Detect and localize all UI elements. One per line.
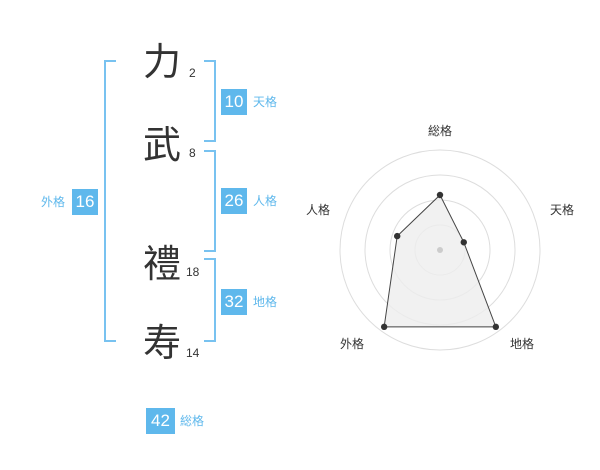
- radar-point-tenkaku: [460, 239, 467, 246]
- radar-label-jinkaku: 人格: [306, 203, 331, 217]
- stroke-count-4: 14: [186, 346, 200, 360]
- stroke-count-3: 18: [186, 265, 200, 279]
- name-char-4: 寿: [142, 321, 181, 365]
- jinkaku-bracket: [204, 150, 216, 252]
- jinkaku-label: 人格: [253, 194, 278, 208]
- radar-chart: [339, 149, 541, 351]
- soukaku-value: 42: [146, 408, 175, 434]
- soukaku-label: 総格: [180, 414, 205, 428]
- gaikaku-label: 外格: [41, 195, 66, 209]
- chikaku-label: 地格: [253, 295, 278, 309]
- radar-point-jinkaku: [394, 232, 401, 240]
- radar-polygon: [383, 194, 497, 328]
- radar-label-tenkaku: 天格: [550, 203, 575, 217]
- radar-point-chikaku: [492, 323, 500, 331]
- name-char-1: 力: [142, 40, 181, 84]
- gaikaku-value: 16: [72, 189, 98, 215]
- radar-ring: [339, 149, 541, 351]
- stroke-count-1: 2: [189, 66, 196, 80]
- stroke-count-2: 8: [189, 146, 196, 160]
- radar-center: [437, 247, 443, 253]
- radar-point-gaikaku: [380, 323, 388, 331]
- gaikaku-bracket: [104, 60, 116, 342]
- jinkaku-value: 26: [221, 188, 247, 214]
- radar-point-soukaku: [436, 191, 444, 199]
- radar-label-gaikaku: 外格: [340, 337, 365, 351]
- chikaku-bracket: [204, 258, 216, 342]
- radar-label-soukaku: 総格: [428, 124, 453, 138]
- tenkaku-label: 天格: [253, 95, 278, 109]
- tenkaku-value: 10: [221, 89, 247, 115]
- name-char-3: 禮: [142, 242, 181, 286]
- tenkaku-bracket: [204, 60, 216, 142]
- name-char-2: 武: [142, 123, 181, 167]
- chikaku-value: 32: [221, 289, 247, 315]
- radar-label-chikaku: 地格: [510, 337, 535, 351]
